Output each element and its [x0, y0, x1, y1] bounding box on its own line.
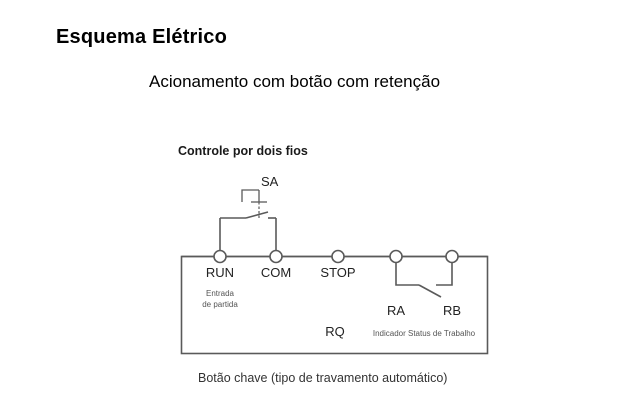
wiring-schematic: SA RUN Entrada de partida COM STOP RA RB: [160, 160, 510, 365]
terminal-run-sub-line1: Entrada: [206, 289, 235, 298]
terminal-rb-circle: [445, 249, 459, 264]
sa-actuator-hook: [241, 189, 259, 202]
page-subtitle-text: Acionamento com botão com retenção: [149, 72, 441, 91]
terminal-stop-label: STOP: [320, 265, 355, 280]
terminal-run-circle: [213, 249, 227, 264]
terminal-com-circle: [269, 249, 283, 264]
annotation-status-note: Indicador Status de Trabalho: [373, 329, 476, 338]
page-title-text: Esquema Elétrico: [56, 26, 228, 48]
sa-contact-blade: [245, 211, 269, 219]
page-subtitle: Acionamento com botão com retenção: [126, 72, 441, 92]
terminal-rb-label: RB: [443, 303, 461, 318]
page-title: Esquema Elétrico: [28, 26, 227, 48]
terminal-ra-label: RA: [387, 303, 405, 318]
diagram-caption-bottom: Botão chave (tipo de travamento automáti…: [198, 371, 448, 385]
annotation-rq: RQ: [325, 324, 345, 339]
terminal-ra-circle: [389, 249, 403, 264]
sa-label: SA: [261, 174, 279, 189]
ra-rb-contact-blade: [418, 284, 442, 298]
rb-contact-lead: [436, 262, 453, 286]
diagram-caption-top: Controle por dois fios: [178, 144, 308, 158]
terminal-stop-circle: [331, 249, 345, 264]
terminal-run-label: RUN: [206, 265, 234, 280]
ra-contact-lead: [395, 262, 419, 286]
terminal-com-label: COM: [261, 265, 291, 280]
terminal-run-sub-line2: de partida: [202, 300, 238, 309]
